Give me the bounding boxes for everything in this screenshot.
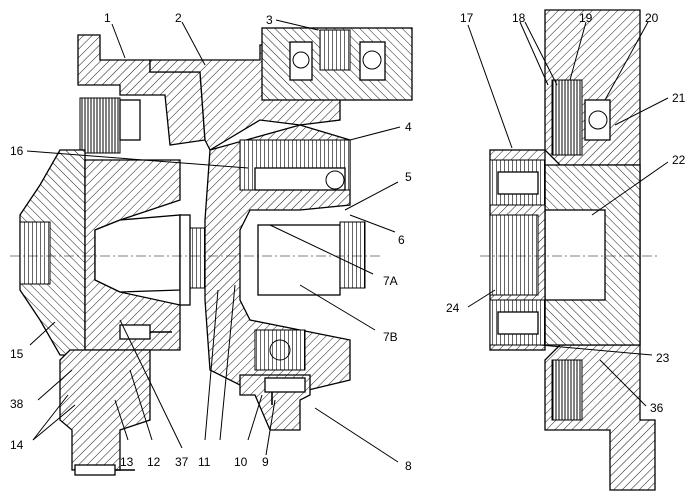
callout-24: 24 bbox=[446, 301, 460, 315]
callout-23: 23 bbox=[656, 351, 670, 365]
callout-labels: 1 2 3 4 5 6 7A 7B 8 9 10 11 12 13 14 15 … bbox=[10, 11, 686, 473]
callout-10: 10 bbox=[234, 455, 248, 469]
housing-lower bbox=[59, 349, 151, 471]
right-discs-lower bbox=[551, 359, 583, 421]
callout-11: 11 bbox=[198, 455, 211, 469]
lower-bearing-roller bbox=[269, 339, 291, 361]
sun-gear-collar bbox=[179, 214, 191, 306]
right-assembly-drawing bbox=[480, 9, 660, 491]
hub-bore bbox=[94, 214, 181, 293]
callout-20: 20 bbox=[645, 11, 659, 25]
spindle-bore bbox=[257, 224, 341, 296]
callout-36: 36 bbox=[650, 401, 664, 415]
right-sun-gear bbox=[489, 214, 539, 296]
callout-3: 3 bbox=[266, 13, 273, 27]
top-bearing-ball bbox=[362, 50, 382, 70]
callout-4: 4 bbox=[405, 120, 412, 134]
callout-7b: 7B bbox=[383, 330, 398, 344]
callout-16: 16 bbox=[10, 144, 24, 158]
planet-pin bbox=[254, 167, 346, 191]
bottom-bolt-head bbox=[264, 377, 306, 393]
right-pin-lower bbox=[497, 311, 539, 335]
callout-19: 19 bbox=[579, 11, 593, 25]
right-spring bbox=[588, 110, 608, 130]
callout-37: 37 bbox=[175, 455, 189, 469]
callout-17: 17 bbox=[460, 11, 474, 25]
upper-bearing-roller bbox=[325, 170, 345, 190]
lower-bolt-head bbox=[74, 464, 116, 476]
callout-13: 13 bbox=[120, 455, 134, 469]
top-bearing-ball-left bbox=[292, 51, 310, 69]
callout-21: 21 bbox=[672, 91, 686, 105]
right-discs-upper bbox=[551, 79, 583, 156]
callout-2: 2 bbox=[175, 11, 182, 25]
callout-1: 1 bbox=[104, 11, 111, 25]
callout-15: 15 bbox=[10, 347, 24, 361]
planet-gear-lower bbox=[254, 329, 306, 371]
callout-5: 5 bbox=[405, 170, 412, 184]
hub-spline bbox=[19, 221, 51, 285]
top-bearing-left bbox=[289, 41, 313, 81]
brake-discs-upper bbox=[79, 97, 121, 154]
callout-9: 9 bbox=[262, 455, 269, 469]
callout-38: 38 bbox=[10, 397, 24, 411]
callout-18: 18 bbox=[512, 11, 526, 25]
right-pin-upper bbox=[497, 171, 539, 195]
callout-7a: 7A bbox=[383, 274, 398, 288]
planet-carrier bbox=[204, 124, 351, 393]
callout-14: 14 bbox=[10, 438, 24, 452]
output-spline bbox=[339, 221, 366, 289]
left-assembly-drawing bbox=[10, 27, 413, 476]
bolt-37 bbox=[119, 324, 151, 340]
top-gear bbox=[319, 29, 351, 71]
callout-6: 6 bbox=[398, 233, 405, 247]
right-hub-bore bbox=[544, 209, 606, 301]
callout-8: 8 bbox=[405, 459, 412, 473]
callout-12: 12 bbox=[147, 455, 161, 469]
callout-22: 22 bbox=[672, 153, 686, 167]
piston-upper bbox=[119, 99, 141, 141]
leader-lines bbox=[26, 19, 669, 463]
